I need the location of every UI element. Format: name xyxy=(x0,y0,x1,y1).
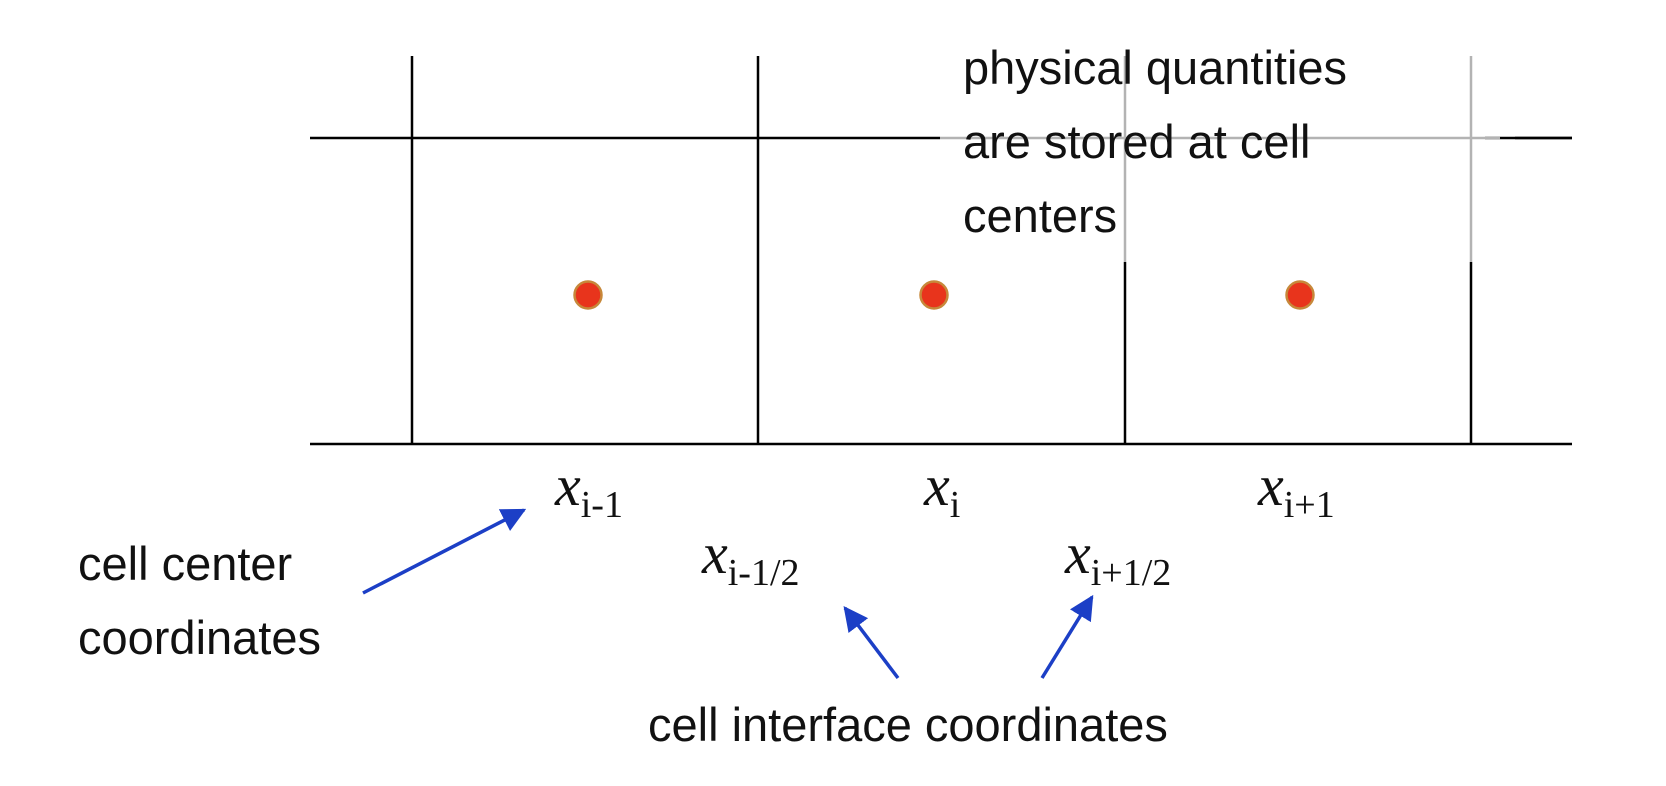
note-line: physical quantities xyxy=(963,41,1347,94)
cell-center-point xyxy=(919,280,949,310)
coord-label-center: xi+1 xyxy=(1257,453,1335,526)
coord-var: x xyxy=(554,453,581,518)
coord-subscript: i-1/2 xyxy=(728,552,800,594)
coord-label-center: xi xyxy=(923,453,960,526)
arrow-to-interface-left xyxy=(843,606,900,680)
coord-subscript: i-1 xyxy=(581,484,623,526)
cell-interface-caption: cell interface coordinates xyxy=(648,698,1168,751)
note-box: physical quantities are stored at cell c… xyxy=(940,41,1572,262)
coord-subscript: i+1/2 xyxy=(1091,552,1172,594)
coord-subscript: i+1 xyxy=(1284,484,1335,526)
cell-center-caption: coordinates xyxy=(78,611,321,664)
coord-subscript: i xyxy=(950,484,961,526)
arrow-to-cell-center xyxy=(362,508,527,595)
cell-center-points xyxy=(573,280,1315,310)
cell-center-labels: xi-1 xi xi+1 xyxy=(554,453,1335,526)
coord-var: x xyxy=(1257,453,1284,518)
cell-center-point xyxy=(1285,280,1315,310)
coord-var: x xyxy=(923,453,950,518)
arrow-to-interface-right xyxy=(1040,594,1094,679)
coord-var: x xyxy=(701,521,728,586)
cell-center-caption: cell center xyxy=(78,537,292,590)
note-line: centers xyxy=(963,189,1117,242)
arrows xyxy=(362,508,1094,680)
note-line: are stored at cell xyxy=(963,115,1310,168)
coord-label-interface: xi-1/2 xyxy=(701,521,800,594)
cell-interface-labels: xi-1/2 xi+1/2 xyxy=(701,521,1171,594)
coord-label-interface: xi+1/2 xyxy=(1064,521,1171,594)
coord-label-center: xi-1 xyxy=(554,453,623,526)
coord-var: x xyxy=(1064,521,1091,586)
cell-center-point xyxy=(573,280,603,310)
